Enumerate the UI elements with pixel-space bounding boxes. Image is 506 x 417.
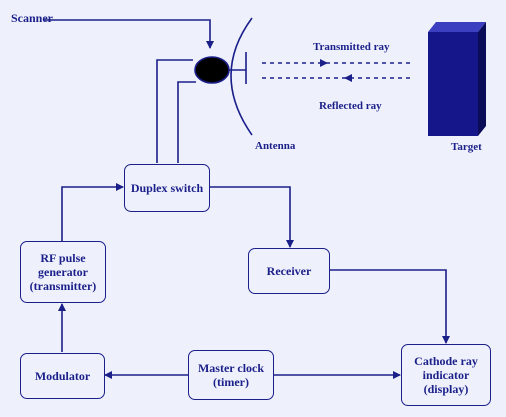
master-clock-label: Master clock (timer) [197,361,265,389]
receiver-block: Receiver [248,248,330,294]
receiver-to-display-arrow [330,269,450,344]
antenna-rotor-icon [194,56,230,84]
modulator-label: Modulator [34,369,91,383]
waveguide-inner [177,81,196,163]
target-icon [428,22,486,136]
waveguide-outer [156,59,193,163]
duplex-switch-label: Duplex switch [130,181,204,195]
cathode-ray-indicator-block: Cathode ray indicator (display) [401,344,491,406]
antenna-label: Antenna [255,140,296,152]
master-clock-block: Master clock (timer) [188,350,274,400]
scanner-label: Scanner [11,11,53,25]
transmitted-ray-label: Transmitted ray [313,41,390,53]
rf-pulse-generator-label: RF pulse generator (transmitter) [29,251,97,293]
reflected-ray-label: Reflected ray [319,100,382,112]
rf-pulse-generator-block: RF pulse generator (transmitter) [20,241,106,303]
target-label: Target [451,141,482,153]
reflected-ray-arrowhead [344,74,352,82]
rf-to-duplex-arrow [61,183,124,241]
scanner-arrow [44,19,214,49]
duplex-switch-block: Duplex switch [124,164,210,212]
transmitted-ray-arrowhead [320,59,328,67]
duplex-to-receiver-arrow [210,186,294,248]
modulator-block: Modulator [20,353,105,399]
antenna-dish [230,17,253,136]
receiver-label: Receiver [266,264,312,278]
cathode-ray-indicator-label: Cathode ray indicator (display) [414,354,478,396]
